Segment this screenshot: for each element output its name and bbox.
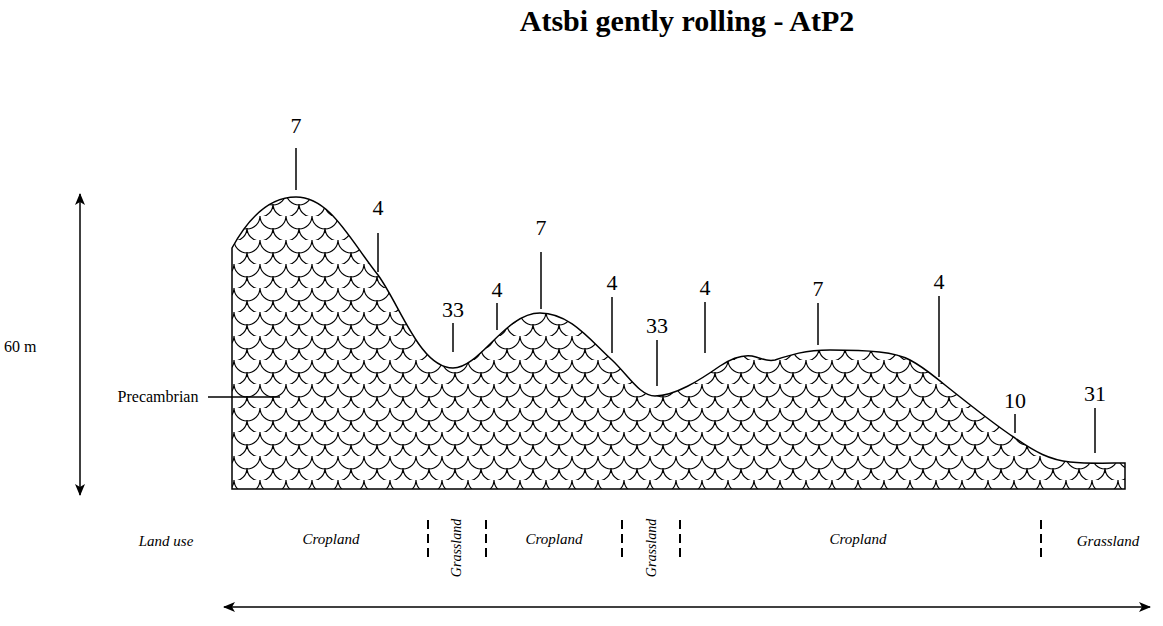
land-use-label: Grassland: [449, 519, 464, 577]
callout-number: 4: [934, 270, 945, 294]
diagram-title: Atsbi gently rolling - AtP2: [520, 4, 854, 37]
dimension-label: 60 m: [4, 338, 36, 356]
callout-number: 7: [536, 216, 547, 240]
axis-label: Land use: [139, 533, 194, 550]
leader-lines: [208, 148, 1095, 453]
callout-number: 33: [646, 314, 668, 338]
distance-arrow: [224, 606, 1150, 608]
callout-number: 7: [813, 277, 824, 301]
land-use-label: Grassland: [1077, 533, 1140, 550]
callout-number: 4: [373, 196, 384, 220]
land-use-label: Cropland: [526, 531, 583, 548]
callout-number: 10: [1004, 389, 1026, 413]
callout-number: 33: [442, 298, 464, 322]
callout-number: 31: [1084, 382, 1106, 406]
callout-number: 4: [492, 278, 503, 302]
land-use-dividers: [428, 520, 1041, 562]
rock-label: Precambrian: [118, 388, 199, 406]
bedrock-profile: [232, 197, 1125, 489]
callout-number: 4: [607, 271, 618, 295]
callout-number: 7: [291, 114, 302, 138]
land-use-label: Cropland: [303, 531, 360, 548]
callout-number: 4: [700, 276, 711, 300]
land-use-label: Grassland: [644, 519, 659, 577]
height-arrow: [79, 194, 81, 495]
land-use-label: Cropland: [830, 531, 887, 548]
